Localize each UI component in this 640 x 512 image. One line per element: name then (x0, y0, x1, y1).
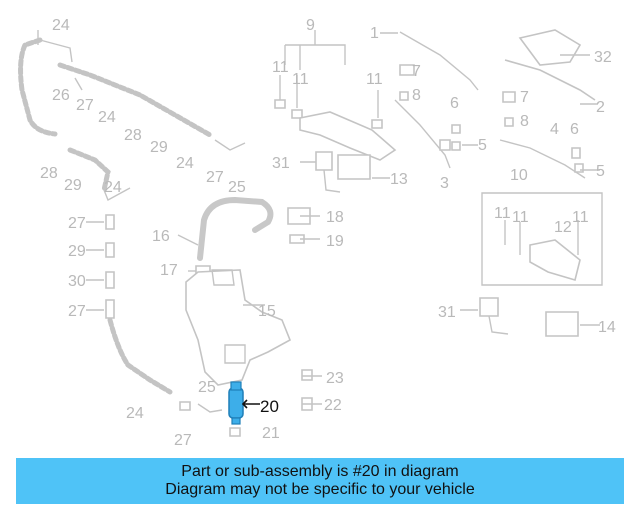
callout-24: 24 (176, 155, 194, 172)
left-hose-assembly (18, 37, 246, 411)
callout-29: 29 (150, 139, 168, 156)
callout-11: 11 (572, 209, 589, 226)
callout-24: 24 (126, 405, 144, 422)
callout-8: 8 (412, 87, 421, 104)
wiper-motor-group (315, 151, 603, 337)
callout-28: 28 (40, 165, 58, 182)
callout-11: 11 (292, 71, 309, 88)
callout-2: 2 (596, 99, 605, 116)
callout-29: 29 (64, 177, 82, 194)
callout-27: 27 (68, 303, 86, 320)
callout-31: 31 (438, 304, 456, 321)
callout-4: 4 (550, 121, 559, 138)
callout-24: 24 (52, 17, 70, 34)
callout-12: 12 (554, 219, 572, 236)
callout-5: 5 (478, 137, 487, 154)
callout-11: 11 (366, 71, 383, 88)
callout-28: 28 (124, 127, 142, 144)
callout-24: 24 (98, 109, 116, 126)
callout-8: 8 (520, 113, 529, 130)
callout-21: 21 (262, 425, 280, 442)
callout-26: 26 (52, 87, 70, 104)
callout-5: 5 (596, 163, 605, 180)
banner-line-2: Diagram may not be specific to your vehi… (165, 481, 475, 498)
callout-25: 25 (228, 179, 246, 196)
callout-3: 3 (440, 175, 449, 192)
callout-14: 14 (598, 319, 616, 336)
callout-22: 22 (324, 397, 342, 414)
callout-27: 27 (174, 432, 192, 449)
wiper-linkage (274, 29, 596, 179)
reservoir-assembly (185, 196, 313, 437)
callout-27: 27 (68, 215, 86, 232)
callout-6: 6 (570, 121, 579, 138)
callout-32: 32 (594, 49, 612, 66)
callout-15: 15 (258, 303, 276, 320)
callout-16: 16 (152, 228, 170, 245)
banner-line-1: Part or sub-assembly is #20 in diagram (181, 463, 459, 480)
callout-18: 18 (326, 209, 344, 226)
callout-9: 9 (306, 17, 315, 34)
info-banner: Part or sub-assembly is #20 in diagram D… (16, 458, 624, 504)
callout-31: 31 (272, 155, 290, 172)
callout-23: 23 (326, 370, 344, 387)
callout-7: 7 (412, 63, 421, 80)
callout-17: 17 (160, 262, 178, 279)
callout-6: 6 (450, 95, 459, 112)
callout-19: 19 (326, 233, 344, 250)
callout-24: 24 (104, 179, 122, 196)
callout-13: 13 (390, 171, 408, 188)
callout-20: 20 (260, 397, 279, 416)
callout-1: 1 (370, 25, 379, 42)
callout-7: 7 (520, 89, 529, 106)
callout-11: 11 (272, 59, 289, 76)
callout-27: 27 (76, 97, 94, 114)
callout-30: 30 (68, 273, 86, 290)
callout-27: 27 (206, 169, 224, 186)
callout-11: 11 (494, 205, 511, 222)
washer-pump-highlight (228, 381, 260, 425)
callout-11: 11 (512, 209, 529, 226)
callout-29: 29 (68, 243, 86, 260)
leader-lines (37, 30, 600, 405)
callout-25: 25 (198, 379, 216, 396)
callout-10: 10 (510, 167, 528, 184)
